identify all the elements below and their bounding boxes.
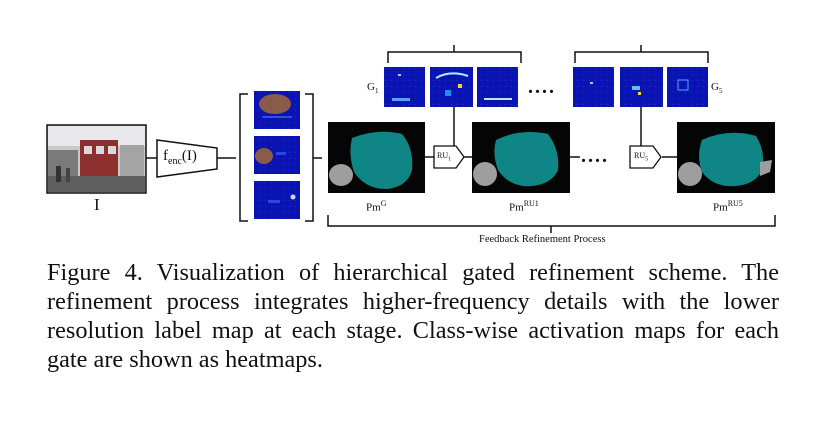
gate-heatmap-6 bbox=[667, 67, 708, 107]
process-label: Feedback Refinement Process bbox=[479, 234, 606, 245]
segmap-pm-g bbox=[328, 122, 425, 193]
segmap-pm-ru5 bbox=[677, 122, 775, 193]
encoder-block bbox=[156, 139, 218, 178]
ru-block-1 bbox=[433, 145, 465, 169]
gate-heatmap-5 bbox=[620, 67, 663, 107]
gate-label-first: G1 bbox=[367, 81, 379, 96]
input-image bbox=[46, 124, 147, 194]
ru-block-5 bbox=[629, 145, 662, 169]
gate-bracket-left bbox=[387, 51, 522, 63]
gate-heatmap-3 bbox=[477, 67, 518, 107]
ru-label-first: RU1 bbox=[437, 151, 452, 163]
gate-heatmap-2 bbox=[430, 67, 473, 107]
pm-ru1-label: PmRU1 bbox=[509, 199, 539, 214]
feature-map-3 bbox=[254, 181, 300, 219]
top-ellipsis: .... bbox=[528, 76, 556, 98]
input-label: I bbox=[94, 195, 100, 214]
encoder-label: fenc(I) bbox=[163, 148, 197, 167]
ru-label-last: RU5 bbox=[634, 151, 649, 163]
gate-heatmap-4 bbox=[573, 67, 614, 107]
mid-ellipsis: .... bbox=[581, 145, 609, 167]
gate-heatmap-1 bbox=[384, 67, 425, 107]
feedback-bracket bbox=[327, 215, 776, 227]
segmap-pm-ru1 bbox=[472, 122, 570, 193]
feature-map-2 bbox=[254, 136, 300, 174]
figure-caption: Figure 4. Visualization of hierarchical … bbox=[47, 259, 779, 373]
right-bracket bbox=[305, 93, 314, 222]
gate-label-last: G5 bbox=[711, 81, 723, 96]
pm-g-label: PmG bbox=[366, 199, 387, 214]
left-bracket bbox=[239, 93, 248, 222]
feature-map-1 bbox=[254, 91, 300, 129]
pm-ru5-label: PmRU5 bbox=[713, 199, 743, 214]
gate-bracket-right bbox=[574, 51, 709, 63]
